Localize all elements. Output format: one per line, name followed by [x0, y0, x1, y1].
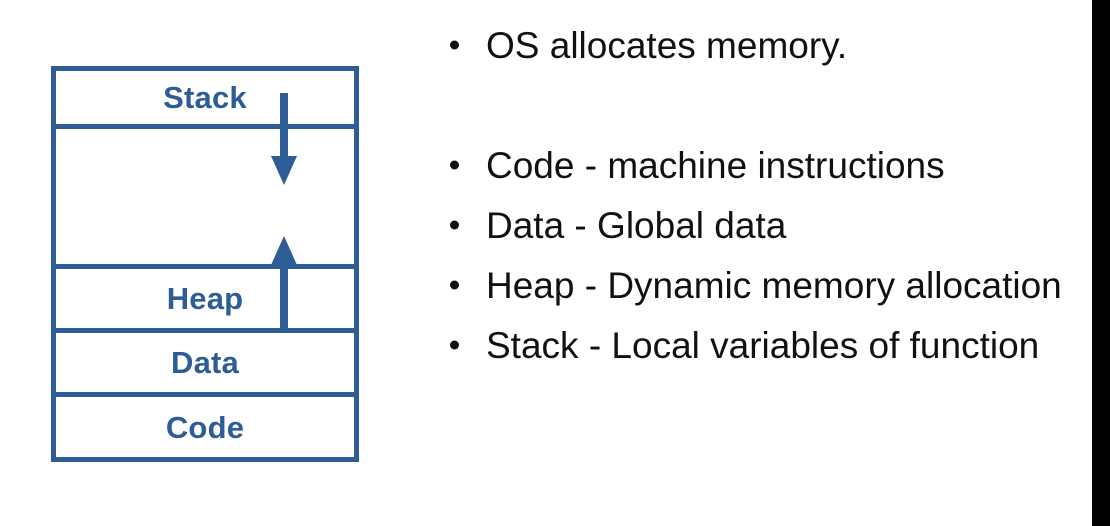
- memory-segment-label-data: Data: [171, 345, 239, 380]
- bullet-dot-icon: [450, 160, 459, 170]
- segment-divider-stack-free: [56, 124, 354, 129]
- list-item-text: Heap - Dynamic memory allocation: [486, 264, 1062, 306]
- bullet-dot-icon: [450, 40, 459, 50]
- list-item-text: Code - machine instructions: [486, 144, 945, 186]
- memory-segment-stack: Stack: [56, 71, 354, 124]
- bullet-dot-icon: [450, 280, 459, 290]
- segment-divider-data-code: [56, 392, 354, 397]
- segment-divider-heap-data: [56, 328, 354, 333]
- bullet-list: OS allocates memory. Code - machine inst…: [444, 22, 1064, 368]
- list-item-text: OS allocates memory.: [486, 24, 848, 66]
- bullet-dot-icon: [450, 220, 459, 230]
- arrow-down-icon: [271, 93, 297, 185]
- list-item: Data - Global data: [444, 202, 1064, 248]
- list-item: Stack - Local variables of function: [444, 322, 1064, 368]
- list-item: Heap - Dynamic memory allocation: [444, 262, 1064, 308]
- list-item: OS allocates memory.: [444, 22, 1064, 68]
- list-item-text: Data - Global data: [486, 204, 787, 246]
- memory-segment-free-space: [56, 129, 354, 264]
- right-edge-bar: [1092, 0, 1110, 526]
- arrow-up-icon: [271, 236, 297, 328]
- segment-divider-free-heap: [56, 264, 354, 269]
- process-memory-layout-diagram: Stack Heap Data Code: [51, 66, 359, 462]
- memory-segment-label-stack: Stack: [163, 80, 247, 115]
- memory-segment-label-heap: Heap: [166, 281, 244, 316]
- list-item: Code - machine instructions: [444, 142, 1064, 188]
- memory-segment-heap: Heap: [56, 269, 354, 328]
- bullet-dot-icon: [450, 340, 459, 350]
- memory-segment-data: Data: [56, 333, 354, 392]
- memory-segment-label-code: Code: [165, 409, 245, 445]
- list-item-text: Stack - Local variables of function: [486, 324, 1040, 366]
- memory-segment-code: Code: [56, 397, 354, 457]
